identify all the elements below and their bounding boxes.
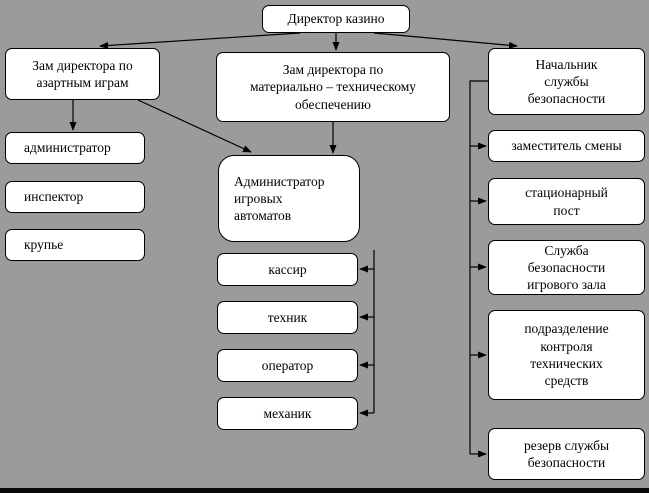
node-operator: оператор — [217, 349, 358, 382]
node-mechanic: механик — [217, 397, 358, 430]
node-stationary-post: стационарный пост — [488, 178, 645, 225]
node-security-reserve: резерв службы безопасности — [488, 428, 645, 480]
node-administrator: администратор — [5, 132, 145, 164]
node-technical-control-unit: подразделение контроля технических средс… — [488, 310, 645, 400]
node-shift-deputy: заместитель смены — [488, 130, 645, 162]
bottom-edge — [0, 488, 649, 493]
node-deputy-gambling: Зам директора по азартным играм — [5, 48, 160, 100]
node-technician: техник — [217, 301, 358, 334]
node-slot-machines-administrator: Администратор игровых автоматов — [218, 155, 360, 242]
node-gaming-hall-security: Служба безопасности игрового зала — [488, 240, 645, 295]
node-security-chief: Начальник службы безопасности — [488, 48, 645, 115]
node-croupier: крупье — [5, 229, 145, 261]
node-cashier: кассир — [217, 253, 358, 286]
node-director: Директор казино — [262, 5, 410, 33]
node-inspector: инспектор — [5, 181, 145, 213]
node-deputy-logistics: Зам директора по материально – техническ… — [216, 52, 450, 122]
